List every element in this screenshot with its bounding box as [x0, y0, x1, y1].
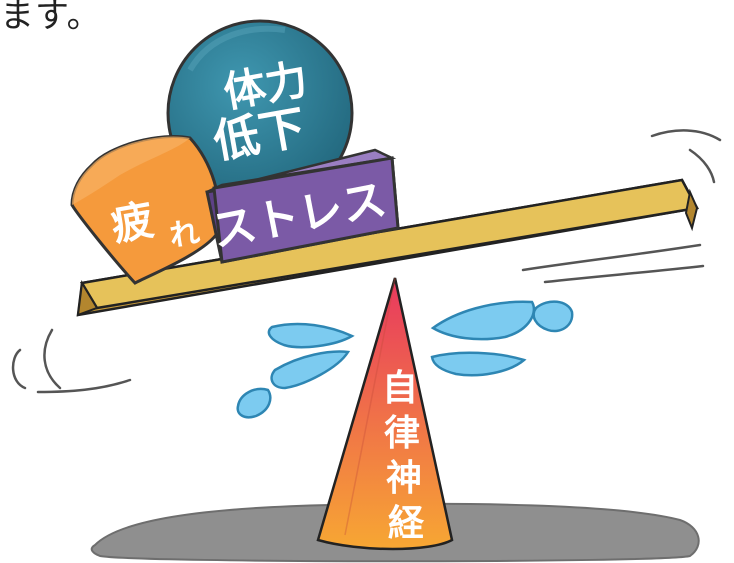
cone-char-1: 自	[382, 368, 418, 409]
cone-char-4: 経	[388, 503, 425, 544]
top-text-fragment: ます。	[0, 0, 102, 36]
cone-label: 自 律 神 経	[382, 368, 425, 544]
orange-block-label: 疲 れ	[108, 195, 202, 254]
cone-char-3: 神	[386, 458, 422, 499]
motion-lines-icon	[11, 129, 722, 394]
fulcrum-cone	[316, 277, 454, 551]
orange-char-1: 疲	[108, 195, 158, 251]
fatigue-block	[70, 135, 221, 285]
stress-block	[205, 148, 400, 264]
cone-char-2: 律	[384, 413, 420, 454]
fatigue-ball	[166, 19, 354, 207]
orange-char-2: れ	[167, 215, 202, 254]
sweat-droplet-icon	[236, 300, 574, 419]
seesaw-plank	[76, 178, 699, 317]
